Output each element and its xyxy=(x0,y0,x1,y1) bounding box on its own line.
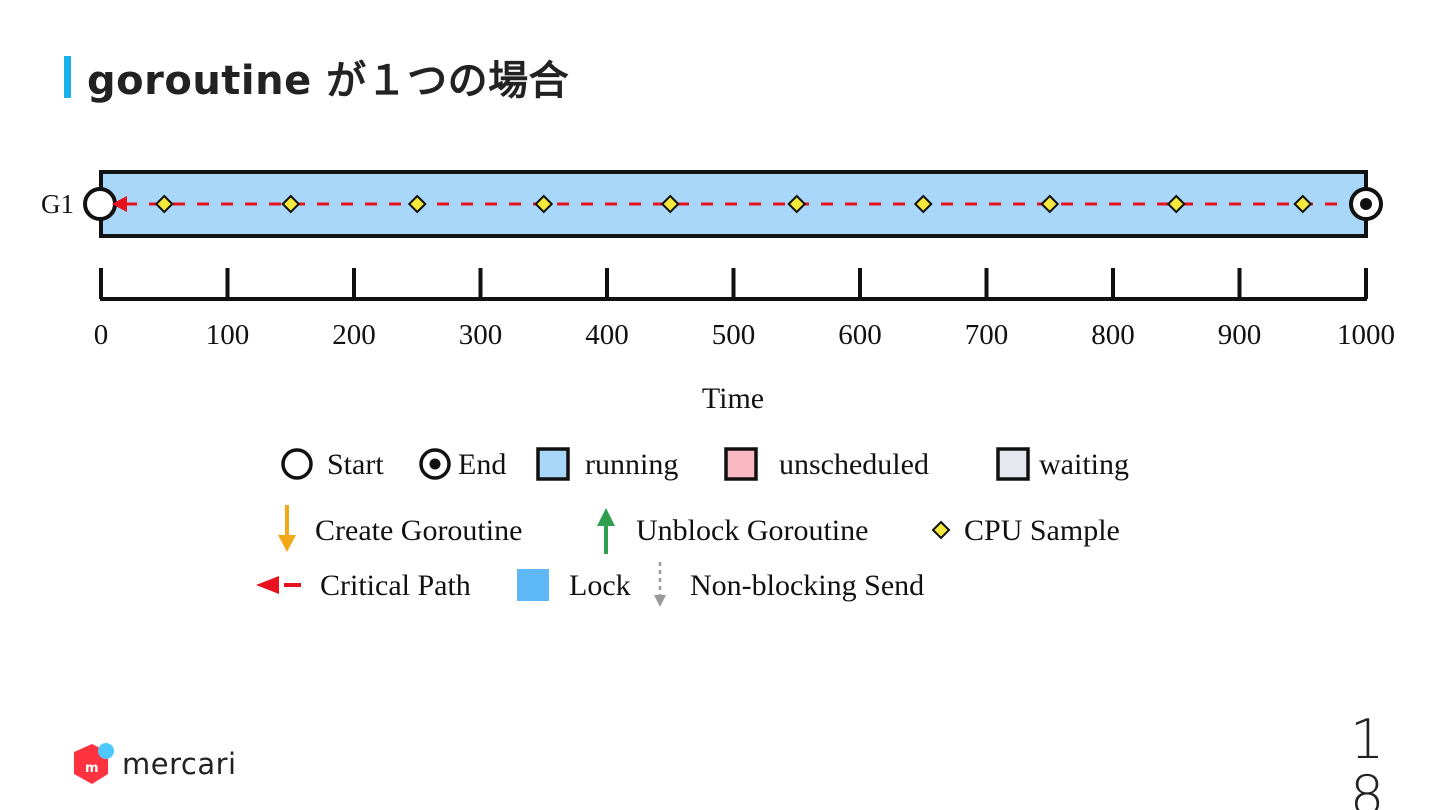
legend-lock-label: Lock xyxy=(569,569,631,602)
end-marker-dot xyxy=(1360,198,1372,210)
cpu-sample-marker xyxy=(534,194,554,214)
legend-sample-label: CPU Sample xyxy=(964,514,1120,547)
legend-start-icon xyxy=(281,448,313,480)
legend-end-icon-dot xyxy=(429,458,441,470)
cpu-sample-marker xyxy=(660,194,680,214)
legend-unscheduled-swatch xyxy=(724,447,758,481)
axis-tick-label: 200 xyxy=(332,319,376,351)
legend-waiting-swatch xyxy=(996,447,1030,481)
axis-tick-label: 500 xyxy=(712,319,756,351)
legend-waiting-label: waiting xyxy=(1039,448,1129,481)
cpu-sample-marker xyxy=(407,194,427,214)
legend-critical-path-icon xyxy=(256,576,301,594)
axis-tick-label: 300 xyxy=(459,319,503,351)
logo-wordmark: mercari xyxy=(122,747,237,781)
axis-tick-label: 900 xyxy=(1218,319,1262,351)
axis-tick-label: 400 xyxy=(585,319,629,351)
axis-tick-label: 100 xyxy=(206,319,250,351)
cpu-sample-marker xyxy=(787,194,807,214)
legend-create-icon xyxy=(278,505,296,552)
title-accent-bar xyxy=(64,56,71,98)
mercari-logo: m mercari xyxy=(70,742,237,786)
legend-start-label: Start xyxy=(327,448,384,481)
row-label: G1 xyxy=(41,189,74,219)
cpu-sample-marker xyxy=(913,194,933,214)
cpu-sample-marker xyxy=(281,194,301,214)
axis-tick-label: 600 xyxy=(838,319,882,351)
axis-tick-label: 0 xyxy=(94,319,109,351)
axis-tick-label: 800 xyxy=(1091,319,1135,351)
legend-running-label: running xyxy=(585,448,678,481)
legend-critical-path-label: Critical Path xyxy=(320,569,471,602)
legend-unblock-icon xyxy=(597,508,615,554)
legend-running-swatch xyxy=(536,447,570,481)
legend-lock-swatch xyxy=(517,569,549,601)
legend-end-label: End xyxy=(458,448,506,481)
cpu-sample-marker xyxy=(154,194,174,214)
legend-send-icon xyxy=(654,562,666,607)
legend-unblock-label: Unblock Goroutine xyxy=(636,514,868,547)
axis-tick-label: 1000 xyxy=(1337,319,1395,351)
goroutine-row: G1 xyxy=(41,170,1383,238)
axis-tick-label: 700 xyxy=(965,319,1009,351)
time-axis: 0 100 200 300 400 500 600 700 800 900 1000 Time xyxy=(94,268,1395,415)
axis-ticks: 0 100 200 300 400 500 600 700 800 900 1000 xyxy=(94,268,1395,351)
cpu-samples xyxy=(154,194,1313,214)
page-number: 18 xyxy=(1349,708,1385,810)
start-marker xyxy=(83,187,117,221)
critical-path-arrowhead-front xyxy=(112,196,127,212)
legend-send-label: Non-blocking Send xyxy=(690,569,924,602)
svg-text:m: m xyxy=(85,761,99,776)
mercari-logo-icon: m xyxy=(74,743,114,784)
legend: Start End running unscheduled waiting Cr… xyxy=(256,447,1129,607)
cpu-sample-marker xyxy=(1040,194,1060,214)
axis-title: Time xyxy=(702,382,764,415)
legend-unscheduled-label: unscheduled xyxy=(779,448,929,481)
slide-title: goroutine が１つの場合 xyxy=(87,58,570,104)
cpu-sample-marker xyxy=(1293,194,1313,214)
cpu-sample-marker xyxy=(1166,194,1186,214)
legend-create-label: Create Goroutine xyxy=(315,514,522,547)
legend-sample-icon xyxy=(931,520,951,540)
